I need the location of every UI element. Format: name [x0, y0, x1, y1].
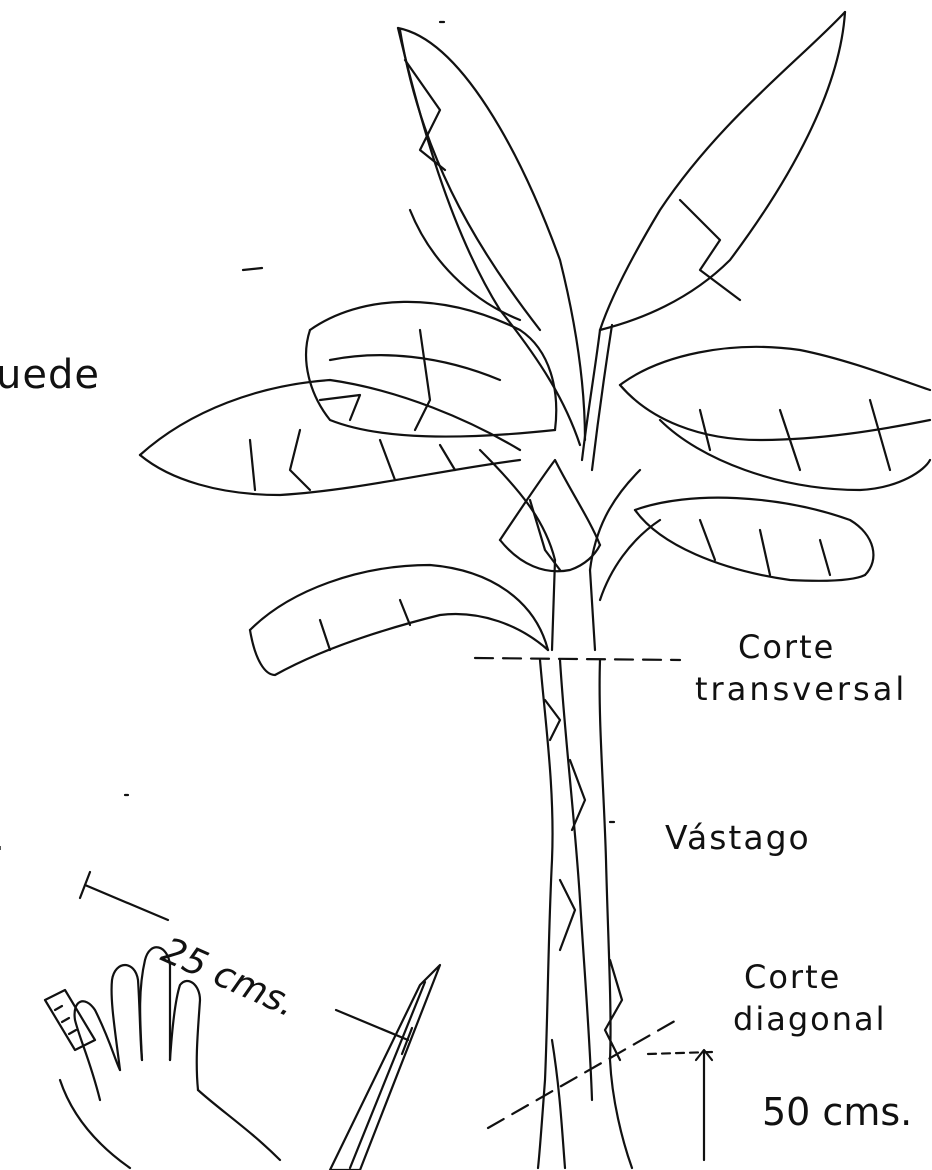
corte-diagonal-label-line1: Corte	[744, 958, 841, 996]
petioles	[480, 450, 660, 650]
height-measure-bracket	[648, 1050, 712, 1160]
central-cone	[500, 460, 600, 571]
leaf-middle-left	[306, 302, 556, 437]
corte-diagonal-label-line2: diagonal	[733, 1000, 886, 1038]
leaf-right-lower	[635, 498, 873, 581]
corte-transversal-label-line1: Corte	[738, 628, 835, 666]
partial-text-left: uede	[0, 352, 100, 398]
height-measure-label: 50 cms.	[762, 1090, 912, 1134]
leaf-right-upper	[620, 347, 930, 490]
leaf-top-right	[582, 12, 845, 470]
corte-diagonal-line	[488, 1018, 680, 1128]
partial-text-left-period: .	[0, 820, 4, 858]
corte-transversal-label-line2: transversal	[695, 670, 907, 708]
leaf-far-left	[140, 380, 520, 495]
leaf-top-left	[398, 28, 585, 445]
vastago-label: Vástago	[665, 818, 811, 857]
paper-specks	[125, 22, 614, 822]
corte-transversal-line	[475, 658, 680, 660]
